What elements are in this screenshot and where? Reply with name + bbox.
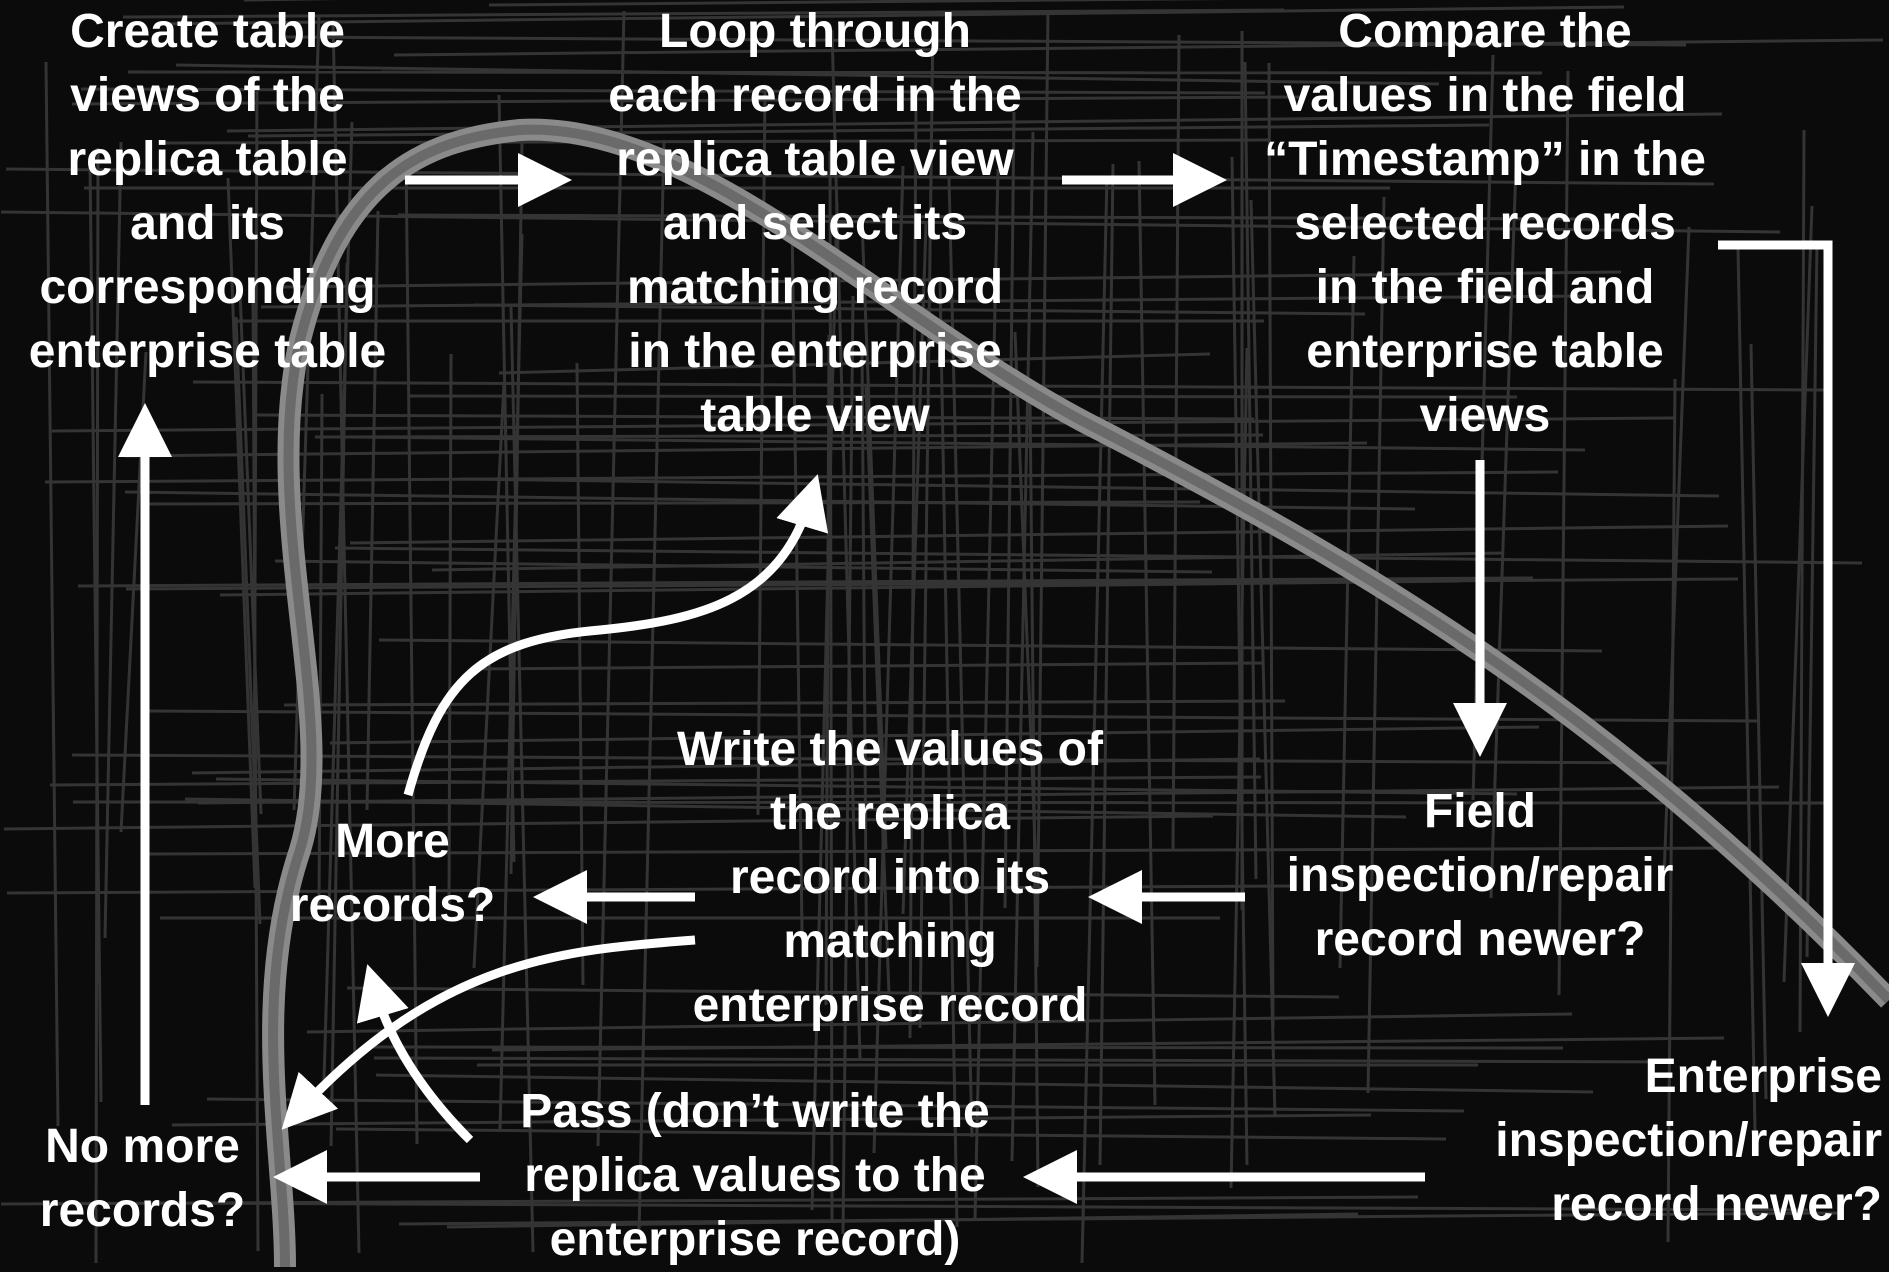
field-record-newer-node: Field inspection/repair record newer?: [1286, 785, 1674, 966]
write-values-node: Write the values of the replica record i…: [677, 723, 1103, 1032]
arrow-compare-to-enterprise-newer: [1718, 240, 1855, 1017]
arrow-more-records-to-loop: [403, 474, 829, 797]
compare-timestamp-node: Compare the values in the field “Timesta…: [1264, 5, 1706, 442]
pass-node: Pass (don’t write the replica values to …: [520, 1085, 990, 1266]
no-more-records-node: No more records?: [39, 1120, 246, 1237]
arrow-pass-to-more-records: [356, 964, 474, 1144]
arrow-write-to-no-more-records: [281, 935, 696, 1130]
enterprise-record-newer-node: Enterprise inspection/repair record newe…: [1495, 1050, 1882, 1231]
loop-through-records-node: Loop through each record in the replica …: [608, 5, 1022, 442]
more-records-node: More records?: [289, 815, 496, 932]
river-inner: [268, 124, 1889, 1267]
create-table-views-node: Create table views of the replica table …: [28, 5, 387, 378]
